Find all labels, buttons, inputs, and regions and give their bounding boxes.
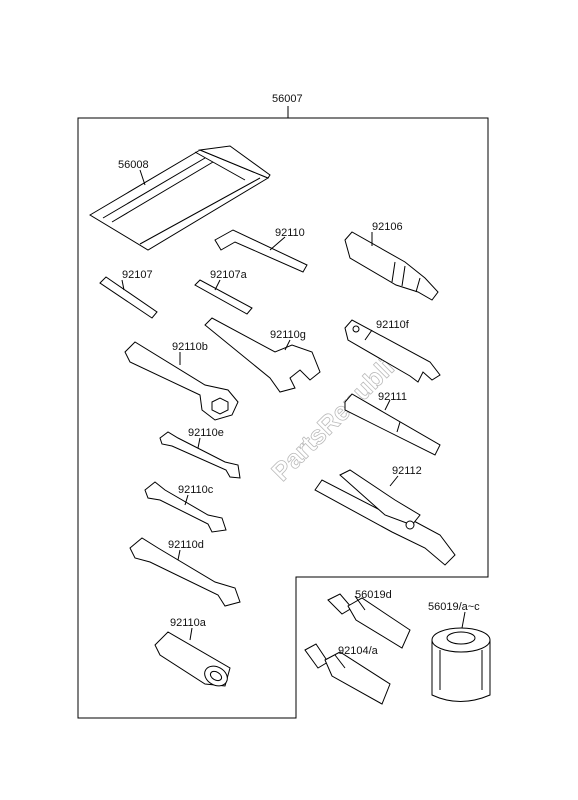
pliers-drawing (314, 469, 456, 566)
label-92111: 92111 (378, 391, 407, 403)
wrench-e-drawing (159, 431, 241, 479)
label-92110b: 92110b (172, 341, 208, 353)
label-92110d: 92110d (168, 539, 204, 551)
label-92106: 92106 (372, 221, 403, 233)
assembly-number: 56007 (272, 93, 303, 105)
tool-bag-drawing (89, 145, 271, 251)
label-92110c: 92110c (178, 484, 214, 496)
screwdriver-bit-a-drawing (194, 279, 253, 315)
screwdriver-bit-drawing (99, 276, 158, 319)
kit-outline (77, 117, 489, 719)
wrench-d-drawing (129, 537, 241, 607)
label-92104a: 92104/a (338, 645, 379, 657)
label-92107: 92107 (122, 269, 153, 281)
label-56019d: 56019d (355, 589, 392, 601)
grease-tube-drawing (304, 643, 391, 705)
label-92110e: 92110e (188, 427, 224, 439)
label-92110a: 92110a (170, 617, 207, 629)
grease-tube-d-drawing (327, 593, 411, 649)
socket-a-drawing (154, 631, 231, 687)
screwdriver-handle-drawing (344, 231, 439, 301)
label-92110: 92110 (275, 227, 305, 239)
label-56019-a-c: 56019/a~c (428, 601, 480, 613)
label-92110g: 92110g (270, 329, 306, 341)
label-56008: 56008 (118, 159, 149, 171)
extension-bar-drawing (344, 393, 441, 456)
label-92112: 92112 (392, 465, 422, 477)
label-92110f: 92110f (376, 319, 410, 331)
label-92107a: 92107a (210, 269, 248, 281)
hex-key-drawing (214, 229, 308, 273)
wrench-g-drawing (204, 317, 321, 393)
oil-can-drawing (431, 627, 491, 702)
box-wrench-b-drawing (124, 341, 239, 421)
wrench-c-drawing (144, 481, 227, 533)
